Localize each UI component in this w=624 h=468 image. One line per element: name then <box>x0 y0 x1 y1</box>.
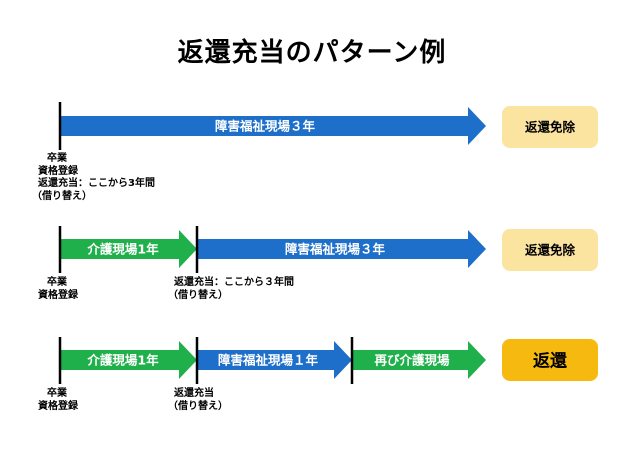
row-2-outcome-box <box>502 229 598 271</box>
row-3-segment-3-arrow <box>352 341 486 379</box>
row-1-note-graduation: 卒業 資格登録 返還充当：ここから3年間 （借り替え） <box>32 153 155 203</box>
note-line: 返還充当：ここから３年間 <box>174 277 294 288</box>
diagram-title: 返還充当のパターン例 <box>177 38 447 68</box>
row-2-segment-1-label: 介護現場1年 <box>86 242 159 257</box>
row-2: 介護現場1年 障害福祉現場３年 返還免除 <box>58 226 598 273</box>
row-2-outcome-label: 返還免除 <box>525 243 576 258</box>
row-3: 介護現場1年 障害福祉現場１年 再び介護現場 返還 <box>58 337 598 384</box>
note-line: 資格登録 <box>38 165 78 177</box>
row-2-note-repayment: 返還充当：ここから３年間 （借り替え） <box>168 277 294 302</box>
row-1-outcome-label: 返還免除 <box>525 120 576 135</box>
note-line: 返還充当 <box>174 388 214 399</box>
note-line: 資格登録 <box>38 289 78 301</box>
row-3-outcome-box <box>502 339 598 381</box>
row-3-note-graduation: 卒業 資格登録 <box>38 388 78 413</box>
note-line: 卒業 <box>47 153 67 164</box>
row-2-segment-1-arrow <box>60 230 197 268</box>
note-line: 資格登録 <box>38 400 78 412</box>
row-3-note-repayment: 返還充当 （借り替え） <box>168 388 228 413</box>
note-line: 返還充当：ここから3年間 <box>38 178 155 189</box>
row-3-segment-3-label: 再び介護現場 <box>374 353 450 368</box>
note-line: （借り替え） <box>168 289 228 301</box>
row-1-segment-1-label: 障害福祉現場３年 <box>215 119 316 134</box>
row-1-outcome-box <box>502 106 598 148</box>
note-line: 卒業 <box>47 277 67 288</box>
row-3-segment-2-arrow <box>197 341 352 379</box>
note-line: （借り替え） <box>168 400 228 412</box>
row-3-segment-1-arrow <box>60 341 197 379</box>
row-3-segment-1-label: 介護現場1年 <box>86 353 159 368</box>
note-line: 卒業 <box>47 388 67 399</box>
row-2-note-graduation: 卒業 資格登録 <box>38 277 78 302</box>
row-1: 障害福祉現場３年 返還免除 <box>58 102 598 150</box>
row-2-segment-2-arrow <box>197 230 486 268</box>
row-1-segment-1-arrow <box>60 107 486 145</box>
row-2-segment-2-label: 障害福祉現場３年 <box>285 242 386 257</box>
row-3-segment-2-label: 障害福祉現場１年 <box>218 353 319 368</box>
note-line: （借り替え） <box>32 190 92 202</box>
row-3-outcome-label: 返還 <box>533 352 568 372</box>
